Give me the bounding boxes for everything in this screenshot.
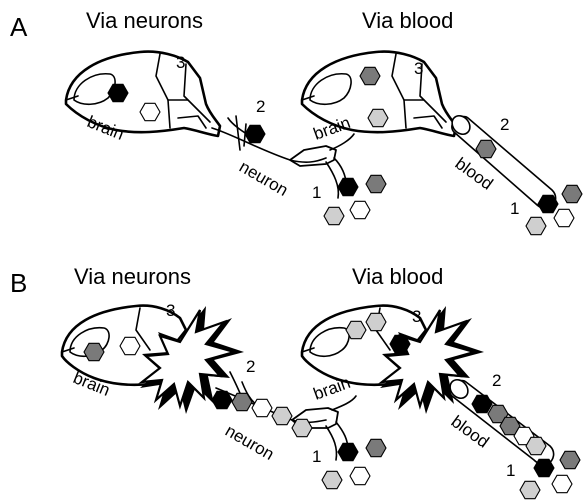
label-3: 3 <box>412 307 421 326</box>
label-3: 3 <box>414 59 423 78</box>
hexagon-dark-gray <box>366 439 386 456</box>
hexagon-white <box>252 399 272 416</box>
hexagon-black <box>390 335 410 352</box>
label-brain: brain <box>85 112 127 144</box>
hexagon-white <box>350 467 370 484</box>
hexagon-dark-gray <box>560 451 580 468</box>
hexagon-dark-gray <box>232 393 252 410</box>
hexagon-black <box>245 125 265 142</box>
hexagon-light-gray <box>346 321 366 338</box>
label-1: 1 <box>510 199 519 218</box>
hexagon-black <box>338 443 358 460</box>
label-3: 3 <box>166 301 175 320</box>
hexagon-light-gray <box>272 407 292 424</box>
panel-a: A Via neurons Via blood 3 2 brain <box>10 8 582 235</box>
panel-b-left-heading: Via neurons <box>74 264 191 289</box>
label-2: 2 <box>256 97 265 116</box>
hexagon-light-gray <box>292 419 312 436</box>
hexagon-light-gray <box>526 217 546 234</box>
panel-b-right-heading: Via blood <box>352 264 443 289</box>
panel-a-letter: A <box>10 12 28 42</box>
label-2: 2 <box>246 357 255 376</box>
panel-a-right-heading: Via blood <box>362 8 453 33</box>
label-neuron: neuron <box>222 421 277 464</box>
hexagon-dark-gray <box>366 175 386 192</box>
hexagon-light-gray <box>526 437 546 454</box>
hexagon-black <box>212 391 232 408</box>
hexagon-white <box>140 103 160 120</box>
panel-a-left-heading: Via neurons <box>86 8 203 33</box>
hexagon-light-gray <box>520 481 540 498</box>
hexagon-dark-gray <box>476 140 496 157</box>
label-2: 2 <box>492 371 501 390</box>
hexagon-black <box>534 459 554 476</box>
hexagon-black <box>538 195 558 212</box>
label-1: 1 <box>312 447 321 466</box>
hexagon-black <box>338 178 358 195</box>
panel-b-letter: B <box>10 268 27 298</box>
hexagon-black <box>472 395 492 412</box>
hexagon-light-gray <box>366 313 386 330</box>
hexagon-light-gray <box>368 109 388 126</box>
label-3: 3 <box>176 53 185 72</box>
label-brain: brain <box>71 368 113 400</box>
hexagon-dark-gray <box>360 67 380 84</box>
label-1: 1 <box>506 461 515 480</box>
hexagon-dark-gray <box>562 185 582 202</box>
hexagon-white <box>554 209 574 226</box>
hexagon-white <box>350 201 370 218</box>
hexagon-light-gray <box>322 471 342 488</box>
label-2: 2 <box>500 115 509 134</box>
hexagon-white <box>120 337 140 354</box>
panel-b: B Via neurons Via blood 3 brain 2 <box>10 264 580 499</box>
hexagon-dark-gray <box>84 343 104 360</box>
hexagon-light-gray <box>324 207 344 224</box>
label-neuron: neuron <box>236 157 291 200</box>
hexagon-white <box>552 475 572 492</box>
hexagon-black <box>108 84 128 101</box>
label-1: 1 <box>312 183 321 202</box>
